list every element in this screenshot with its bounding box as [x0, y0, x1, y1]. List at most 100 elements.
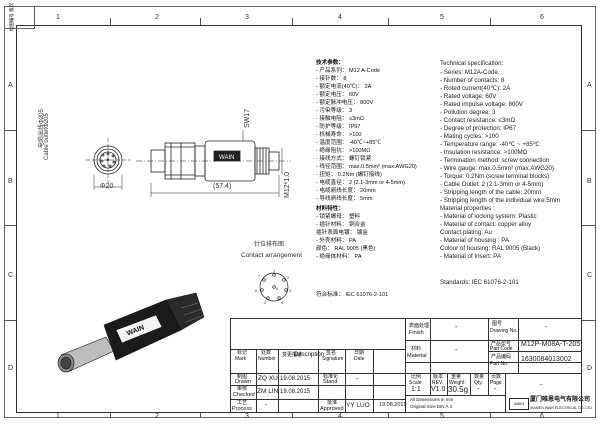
svg-text:3: 3 [289, 288, 292, 293]
title-block [230, 318, 582, 413]
spec-en-line-5: - Pollution degree: 3 [440, 109, 496, 116]
tb-approved-date: 19.08.2015 [379, 402, 407, 408]
grid-right-C: C [587, 272, 593, 279]
tb-h8 [488, 340, 582, 341]
spec-en-line-10: - Insulation resistance: >100MΩ [440, 149, 528, 156]
tb-dims-note-1: All Dimensions in mm [410, 397, 454, 402]
tb-v10 [488, 318, 489, 395]
tb-v4 [345, 349, 346, 413]
spec-en-line-12: - Wire gauge: max.0.5mm² (max.AWG20) [440, 165, 554, 172]
grid-top-4: 4 [338, 14, 342, 21]
spec-en-line-1: - Number of contacts: 8 [440, 77, 505, 84]
tb-sign-cn: 签名 [326, 350, 337, 356]
spec-cn-line-1: - 接针数： 8 [316, 76, 347, 82]
tb-h2 [230, 349, 405, 350]
grid-left-A: A [8, 82, 13, 89]
tb-h7 [230, 399, 405, 400]
tb-material-en: Material [407, 353, 427, 359]
grid-bottom-2: 2 [155, 413, 159, 420]
tick-top-1 [110, 18, 111, 25]
tb-qty-cn: 处数 [261, 350, 272, 356]
spec-cn-title: 技术参数： [316, 60, 344, 66]
grid-right-A: A [587, 82, 592, 89]
tb-drawn-date: 19.08.2015 [280, 376, 311, 382]
spec-cn-line-5: - 污染等级： 3 [316, 108, 353, 114]
spec-cn-mat-5: - 绝缘体材料： PA [316, 254, 362, 260]
tick-bottom-4 [388, 413, 389, 418]
tb-h3 [405, 362, 582, 363]
tb-qty-en: Number [258, 356, 276, 362]
connector-drawing: WAIN 1 2 3 4 5 6 7 8 WAIN [57, 130, 292, 373]
grid-bottom-4: 4 [338, 413, 342, 420]
tb-weight-val: 30.5g [448, 385, 469, 394]
tb-dims-note-2: Original Size DIN A 4 [410, 404, 453, 409]
dim-thread: M12*1.0 [284, 171, 291, 198]
dim-sw: SW17 [244, 108, 251, 128]
grid-left-C: C [8, 272, 14, 279]
dim-length: (57.4) [213, 183, 232, 190]
tb-v8 [447, 373, 448, 395]
tb-qty2-cn: 数量 [474, 374, 485, 380]
cable-outlet-en: Cable outletΦ205 [44, 113, 50, 160]
grid-left-D: D [8, 365, 14, 372]
spec-en-mat-title: Material properties : [440, 205, 495, 212]
spec-cn-line-13: - 扭矩： 0.2Nm (螺钉接线) [316, 172, 382, 178]
spec-en-mat-3: - Material of housing : PA [440, 237, 510, 244]
tb-finish-val: - [455, 324, 458, 331]
svg-text:1: 1 [273, 268, 276, 273]
tb-part-code-cn: 产品型号 [491, 341, 512, 347]
tick-bottom-5 [490, 413, 491, 418]
tb-page-en: Page [490, 380, 502, 386]
tb-v12 [518, 318, 519, 373]
tb-weight-en: Weight [449, 380, 465, 386]
tb-v6 [405, 318, 406, 413]
grid-bottom-3: 3 [245, 413, 249, 420]
drawing-frame [16, 25, 582, 413]
tb-rev-cn: 版本 [433, 374, 444, 380]
spec-en-line-3: - Rated voltage: 60V [440, 93, 497, 100]
tick-right-3 [582, 320, 596, 321]
spec-cn-line-15: - 电缆剥线长度： 20mm [316, 188, 376, 194]
spec-en-line-7: - Degree of protection: IP67 [440, 125, 517, 132]
connector-3d: WAIN [57, 292, 205, 373]
spec-en-line-13: - Torque: 0.2Nm (screw terminal blocks) [440, 173, 550, 180]
company-logo: WAIN [509, 398, 529, 410]
tb-part-no-en: Part No. [490, 361, 509, 367]
spec-en-line-14: - Cable Outlet: 2 (2.1-3mm or 4-5mm) [440, 181, 544, 188]
tick-bottom-2 [200, 413, 201, 418]
spec-cn-mat-4: 颜色： RAL 9005 (黑色) [316, 246, 376, 252]
spec-en-line-8: - Mating cycles: >100 [440, 133, 499, 140]
tb-company-cn: 厦门唯恩电气有限公司 [530, 397, 591, 403]
svg-text:5: 5 [264, 300, 267, 305]
spec-en-line-9: - Temperature range: -40℃ ~ +85℃ [440, 141, 540, 148]
svg-text:7: 7 [258, 274, 261, 279]
grid-left-B: B [8, 178, 13, 185]
tb-drawn-en: Drawn [235, 379, 251, 385]
tb-process-val: - [265, 402, 268, 409]
tb-page-val: - [494, 386, 497, 393]
tb-weight-cn: 重量 [451, 374, 462, 380]
svg-text:4: 4 [281, 300, 284, 305]
tb-material-cn: 材料 [411, 346, 422, 352]
tb-scale-val: 1:1 [411, 386, 421, 393]
spec-cn-line-14: - 电缆直径： 2 (2.1-3mm or 4-5mm) [316, 180, 405, 186]
tb-company-en: XIAMEN WAIN ELECTRICAL CO.,LTD [530, 406, 592, 410]
spec-en-line-4: - Rated impulse voltage: 800V [440, 101, 523, 108]
spec-cn-line-2: - 额定电流(40℃)： 2A [316, 84, 372, 90]
tick-top-4 [388, 18, 389, 25]
tb-approved-en: Approved [320, 406, 344, 412]
tb-v9 [470, 373, 471, 395]
spec-cn-line-12: - 线径范围： max.0.5mm² (max.AWG20) [316, 164, 417, 170]
spec-en-mat-5: - Material of Insert: PA [440, 253, 502, 260]
tb-mark-en: Mark [235, 356, 247, 362]
grid-right-D: D [587, 365, 593, 372]
tb-process-en: Process [232, 406, 252, 412]
tick-left-1 [4, 130, 16, 131]
tick-top-5 [490, 18, 491, 25]
grid-top-3: 3 [245, 14, 249, 21]
tb-std-cn: 标准化 [323, 374, 339, 380]
spec-cn-line-6: - 接触电阻： ≤3mΩ [316, 116, 364, 122]
spec-en-line-2: - Roted current(40℃): 2A [440, 85, 511, 92]
tb-scale-cn: 比例 [411, 374, 422, 380]
pin-title-cn: 针位排布图 [254, 242, 285, 248]
